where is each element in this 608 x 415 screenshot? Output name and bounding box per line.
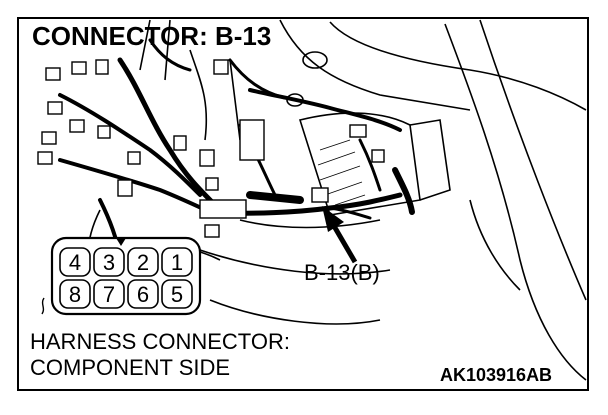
pin-label: 2 [137,250,149,275]
pin-label: 4 [69,250,81,275]
connector-caption-line2: COMPONENT SIDE [28,355,233,380]
pin-label: 1 [171,250,183,275]
connector-callout-label: B-13(B) [304,260,380,285]
shading-lines [317,139,366,206]
figure-frame [17,17,589,391]
pin-label: 3 [103,250,115,275]
callout-arrow [322,206,358,264]
harness-connectors [37,59,385,238]
connector-caption-line1: HARNESS CONNECTOR: [28,329,292,354]
wire-break-mark [41,297,45,315]
page-title: CONNECTOR: B-13 [32,21,272,51]
harness-connector-face: 4 3 2 1 8 7 6 5 [41,236,202,316]
pin-label: 8 [69,282,81,307]
figure-code: AK103916AB [440,365,553,385]
pin-label: 7 [103,282,115,307]
pin-label: 5 [171,282,183,307]
pin-label: 6 [137,282,149,307]
connector-pin-cells [59,247,193,309]
connector-latch-mark [116,238,126,246]
